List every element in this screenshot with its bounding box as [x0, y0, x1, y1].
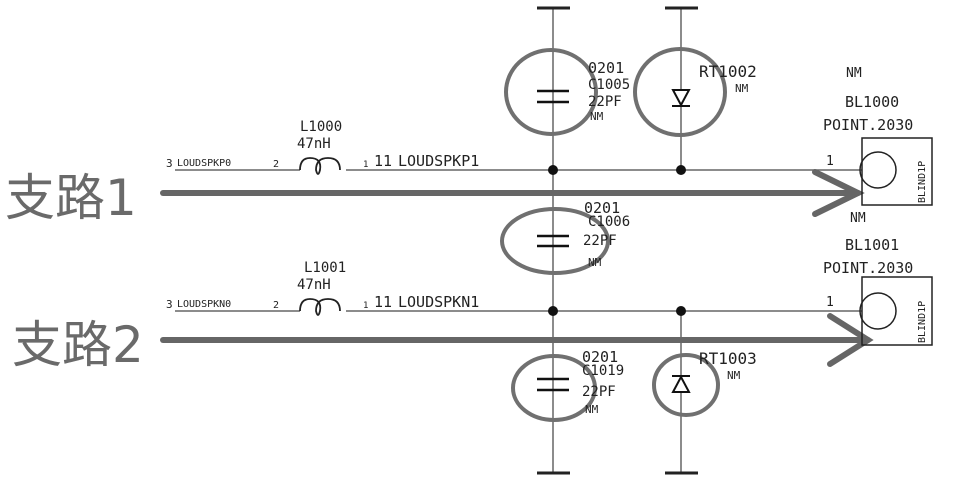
cap-value: 22PF: [582, 384, 616, 400]
pin-number: 11: [374, 152, 392, 170]
tvs-rt1002-symbol: [671, 89, 691, 108]
tvs-rt1003-symbol: [671, 374, 691, 393]
cap-ref: C1005: [588, 77, 630, 93]
cap-note: NM: [585, 403, 599, 416]
highlight-c1006: [500, 207, 610, 275]
junction-dot: [548, 165, 558, 175]
highlight-rt1003: [652, 353, 720, 417]
tvs-note: NM: [735, 82, 749, 95]
testpoint-part: BLIND1P: [917, 301, 928, 343]
inductor-l1001-symbol: [299, 298, 341, 316]
inductor-value: 47nH: [297, 277, 331, 293]
tvs-ref: RT1003: [699, 349, 757, 368]
net-label: LOUDSPKP0: [177, 158, 231, 169]
testpoint-bl1000-box: [861, 137, 933, 206]
testpoint-bl1000-pad: [859, 151, 897, 189]
pin-number: 2: [273, 300, 279, 311]
testpoint-ref: BL1001: [845, 236, 899, 254]
testpoint-footprint: POINT.2030: [823, 259, 913, 277]
inductor-value: 47nH: [297, 136, 331, 152]
pin-number: 1: [363, 160, 368, 170]
inductor-l1000-symbol: [299, 157, 341, 175]
testpoint-note: NM: [846, 66, 862, 81]
pin-number: 1: [826, 295, 834, 310]
inductor-ref: L1000: [300, 119, 342, 135]
cap-size: 0201: [588, 59, 624, 77]
junction-dot: [676, 165, 686, 175]
junction-dot: [676, 306, 686, 316]
net-label: LOUDSPKP1: [398, 152, 479, 170]
pin-number: 1: [826, 154, 834, 169]
junction-dot: [548, 306, 558, 316]
branch1-label: 支路1: [5, 169, 137, 227]
pin-number: 11: [374, 293, 392, 311]
cap-note: NM: [588, 256, 602, 269]
net-label: LOUDSPKN0: [177, 299, 231, 310]
cap-value: 22PF: [583, 233, 617, 249]
pin-number: 3: [166, 157, 173, 170]
cap-ref: C1019: [582, 363, 624, 379]
highlight-rt1002: [633, 47, 727, 137]
cap-size: 0201: [582, 348, 618, 366]
cap-ref: C1006: [588, 214, 630, 230]
cap-size: 0201: [584, 199, 620, 217]
highlight-c1005: [504, 48, 598, 136]
testpoint-footprint: POINT.2030: [823, 116, 913, 134]
highlight-c1019: [511, 354, 597, 422]
pin-number: 2: [273, 159, 279, 170]
cap-value: 22PF: [588, 94, 622, 110]
branch2-label: 支路2: [12, 316, 144, 374]
testpoint-bl1001-pad: [859, 292, 897, 330]
testpoint-part: BLIND1P: [917, 161, 928, 203]
cap-note: NM: [590, 110, 604, 123]
tvs-note: NM: [727, 369, 741, 382]
testpoint-ref: BL1000: [845, 93, 899, 111]
pin-number: 1: [363, 301, 368, 311]
testpoint-note: NM: [850, 211, 866, 226]
testpoint-bl1001-box: [861, 276, 933, 346]
net-label: LOUDSPKN1: [398, 293, 479, 311]
pin-number: 3: [166, 298, 173, 311]
tvs-ref: RT1002: [699, 62, 757, 81]
inductor-ref: L1001: [304, 260, 346, 276]
